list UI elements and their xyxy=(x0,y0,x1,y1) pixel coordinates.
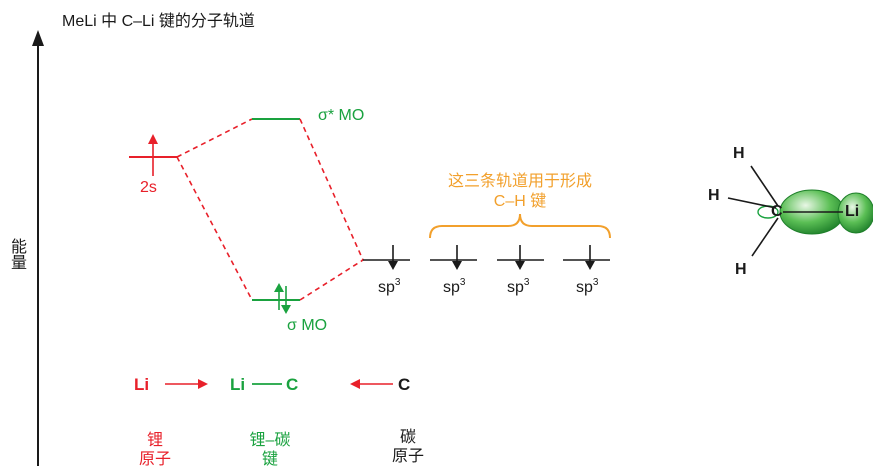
molecule-h-top: H xyxy=(733,145,745,162)
sp3-label-1: sp3 xyxy=(378,277,401,296)
electron-down-arrow-icon xyxy=(452,261,462,270)
li-2s-label: 2s xyxy=(140,179,157,196)
energy-axis xyxy=(32,30,44,466)
molecule-h-bottom: H xyxy=(735,261,747,278)
sp3-label-3: sp3 xyxy=(507,277,530,296)
electron-up-arrow-icon xyxy=(274,283,284,292)
energy-axis-label: 能量 xyxy=(8,238,25,270)
scheme-bond-li: Li xyxy=(230,375,246,394)
page-title: MeLi 中 C–Li 键的分子轨道 xyxy=(62,13,255,30)
electron-down-arrow-icon xyxy=(388,261,398,270)
orange-brace xyxy=(429,213,611,239)
electron-down-arrow-icon xyxy=(515,261,525,270)
electron-up-arrow-icon xyxy=(148,134,158,144)
sigma-star-label: σ* MO xyxy=(318,107,365,124)
meli-molecule xyxy=(727,165,873,257)
scheme-c-atom: C xyxy=(398,375,411,394)
sigma-label: σ MO xyxy=(287,317,328,334)
formation-arrows xyxy=(165,379,393,389)
electron-down-arrow-icon xyxy=(281,305,291,314)
footer-c-atom-line2: 原子 xyxy=(391,448,424,465)
sp3-levels xyxy=(363,245,610,270)
footer-bond-line1: 锂–碳 xyxy=(249,432,291,449)
footer-li-atom-line1: 锂 xyxy=(146,432,163,449)
c-li-orbital-li-lobe xyxy=(837,192,873,234)
correlation-lines xyxy=(176,118,364,301)
sp3-label-2: sp3 xyxy=(443,277,466,296)
sigma-level xyxy=(252,283,300,314)
scheme-bond-c: C xyxy=(286,375,299,394)
sp3-label-4: sp3 xyxy=(576,277,599,296)
electron-down-arrow-icon xyxy=(585,261,595,270)
molecule-c: C xyxy=(771,203,783,220)
molecule-li: Li xyxy=(845,203,860,220)
li-2s-level xyxy=(129,134,177,176)
molecule-h-left: H xyxy=(708,187,720,204)
orbital-note-line1: 这三条轨道用于形成 xyxy=(447,173,592,190)
orbital-note-line2: C–H 键 xyxy=(493,193,547,210)
footer-c-atom-line1: 碳 xyxy=(399,429,416,446)
footer-bond-line2: 键 xyxy=(261,451,278,468)
footer-li-atom-line2: 原子 xyxy=(138,451,171,468)
scheme-li-atom: Li xyxy=(134,375,150,394)
